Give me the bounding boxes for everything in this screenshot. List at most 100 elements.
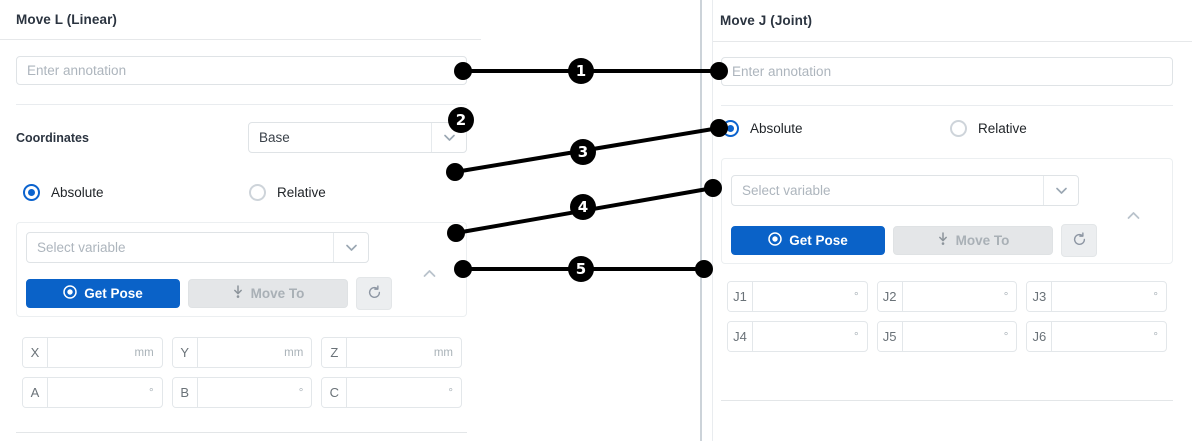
annotation-placeholder-right: Enter annotation — [732, 64, 832, 79]
radio-relative-left-label: Relative — [277, 185, 326, 200]
input-unit: mm — [284, 346, 304, 359]
collapse-toggle-right[interactable] — [1121, 203, 1145, 227]
input-label: J6 — [1027, 322, 1053, 351]
input-unit: ° — [854, 330, 859, 343]
annotation-marker-5: 5 — [568, 256, 594, 282]
target-radio-icon — [63, 285, 77, 302]
input-label: B — [172, 378, 198, 407]
input-label: J4 — [728, 322, 753, 351]
annotation-input-left[interactable]: Enter annotation — [16, 56, 467, 85]
refresh-button-right[interactable] — [1061, 224, 1097, 257]
input-label: C — [322, 378, 348, 407]
joint-fields-right: J1°J2°J3°J4°J5°J6° — [727, 281, 1167, 352]
refresh-button-left[interactable] — [356, 277, 392, 310]
input-unit: mm — [134, 346, 154, 359]
input-label: Z — [322, 338, 348, 367]
input-unit: ° — [854, 290, 859, 303]
get-pose-button-right[interactable]: Get Pose — [731, 226, 885, 255]
coord-input-b[interactable]: B° — [171, 377, 313, 408]
variable-select-right-placeholder: Select variable — [742, 183, 831, 198]
refresh-icon — [1072, 231, 1087, 250]
input-field[interactable]: ° — [198, 378, 312, 407]
input-unit: ° — [1003, 290, 1009, 303]
input-field[interactable]: ° — [903, 282, 1017, 311]
coordinates-label: Coordinates — [16, 131, 89, 145]
move-to-label-right: Move To — [955, 233, 1010, 248]
input-unit: ° — [1153, 290, 1158, 303]
radio-icon-selected — [23, 184, 40, 201]
pose-button-row-left: Get Pose Move To — [26, 277, 392, 310]
input-unit: ° — [298, 386, 304, 399]
chevron-down-icon — [333, 233, 368, 262]
input-field[interactable]: ° — [1052, 282, 1166, 311]
input-label: J2 — [877, 282, 903, 311]
input-unit: ° — [1003, 330, 1009, 343]
divider — [0, 39, 481, 40]
radio-icon-unselected — [249, 184, 266, 201]
input-label: J5 — [877, 322, 903, 351]
variable-select-right[interactable]: Select variable — [731, 175, 1079, 206]
move-to-button-right[interactable]: Move To — [893, 226, 1053, 255]
refresh-icon — [367, 284, 382, 303]
radio-absolute-right[interactable]: Absolute — [722, 120, 803, 137]
joint-input-j1[interactable]: J1 ° — [727, 281, 868, 312]
radio-relative-left[interactable]: Relative — [249, 184, 326, 201]
move-down-arrow-icon — [232, 285, 244, 302]
input-label: J1 — [728, 282, 753, 311]
pose-button-row-right: Get Pose Move To — [731, 224, 1097, 257]
annotation-input-right[interactable]: Enter annotation — [721, 57, 1173, 86]
input-field[interactable]: ° — [753, 322, 867, 351]
joint-input-j3[interactable]: J3 ° — [1026, 281, 1167, 312]
input-field[interactable]: ° — [347, 378, 461, 407]
input-field[interactable]: mm — [198, 338, 312, 367]
input-unit: mm — [433, 346, 453, 359]
coordinates-select[interactable]: Base — [248, 122, 467, 153]
radio-relative-right[interactable]: Relative — [950, 120, 1027, 137]
coord-input-a[interactable]: A° — [22, 377, 163, 408]
chevron-down-icon — [1043, 176, 1078, 205]
radio-absolute-left-label: Absolute — [51, 185, 104, 200]
panel-divider — [700, 0, 702, 441]
input-unit: ° — [149, 386, 154, 399]
move-j-title: Move J (Joint) — [720, 13, 813, 28]
input-field[interactable]: ° — [1052, 322, 1166, 351]
coord-input-c[interactable]: C° — [321, 377, 462, 408]
input-label: A — [23, 378, 48, 407]
joint-input-j2[interactable]: J2 ° — [876, 281, 1018, 312]
target-radio-icon — [768, 232, 782, 249]
radio-absolute-right-label: Absolute — [750, 121, 803, 136]
input-unit: ° — [448, 386, 453, 399]
joint-input-j6[interactable]: J6° — [1026, 321, 1167, 352]
radio-absolute-left[interactable]: Absolute — [23, 184, 104, 201]
input-field[interactable]: ° — [48, 378, 162, 407]
get-pose-button-left[interactable]: Get Pose — [26, 279, 180, 308]
divider — [721, 400, 1173, 401]
joint-input-j5[interactable]: J5 ° — [876, 321, 1018, 352]
input-field[interactable]: mm — [347, 338, 461, 367]
collapse-toggle-left[interactable] — [417, 261, 441, 285]
input-field[interactable]: ° — [753, 282, 867, 311]
variable-select-left[interactable]: Select variable — [26, 232, 369, 263]
chevron-up-icon — [423, 266, 436, 281]
divider — [721, 105, 1173, 106]
input-field[interactable]: ° — [903, 322, 1017, 351]
chevron-down-icon — [431, 123, 466, 152]
move-to-button-left[interactable]: Move To — [188, 279, 348, 308]
divider — [16, 104, 467, 105]
divider — [713, 41, 1192, 42]
joint-input-j4[interactable]: J4 ° — [727, 321, 868, 352]
input-label: Y — [172, 338, 198, 367]
annotation-placeholder-left: Enter annotation — [27, 63, 127, 78]
input-label: J3 — [1027, 282, 1053, 311]
radio-icon-selected — [722, 120, 739, 137]
move-l-panel: Move L (Linear) Enter annotation Coordin… — [0, 0, 481, 441]
input-field[interactable]: mm — [48, 338, 162, 367]
variable-select-left-placeholder: Select variable — [37, 240, 126, 255]
move-down-arrow-icon — [937, 232, 949, 249]
coordinates-select-value: Base — [259, 130, 290, 145]
